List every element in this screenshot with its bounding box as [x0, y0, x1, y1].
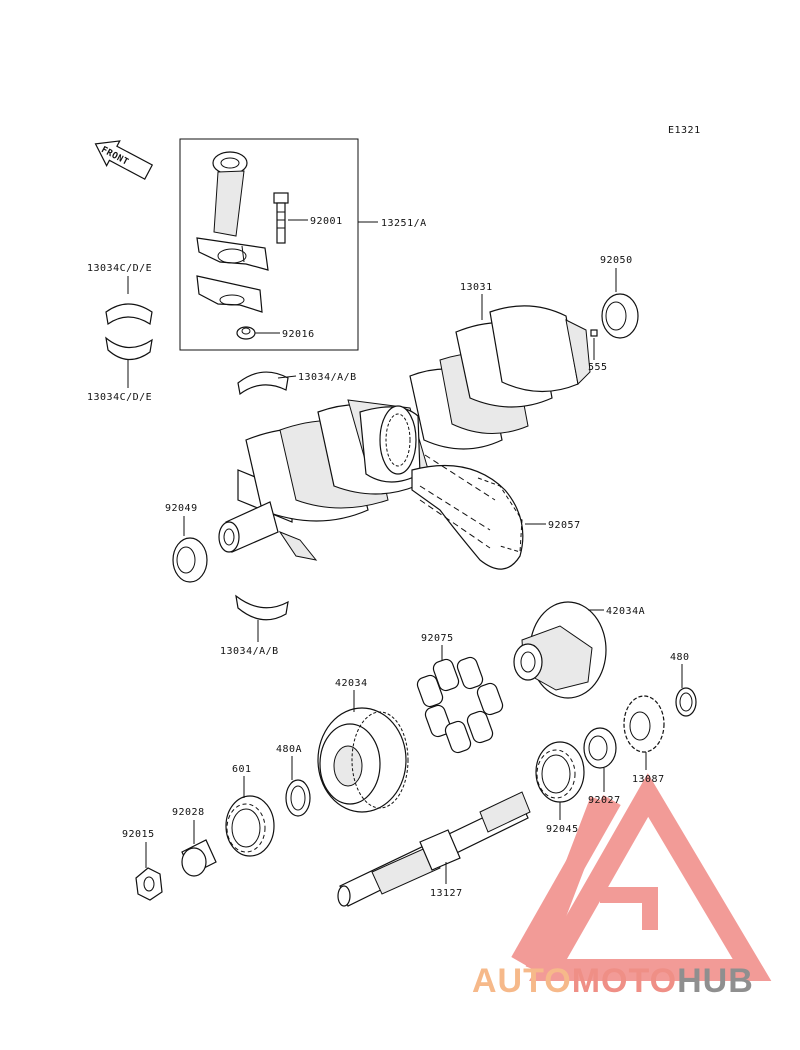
diagram-code: E1321 — [668, 125, 701, 136]
callout-601: 601 — [232, 764, 252, 775]
watermark-part-moto: MOTO — [571, 962, 678, 1000]
pin-drawing — [590, 329, 598, 337]
callout-13251: 13251/A — [381, 218, 427, 229]
cam-chain-drawing — [411, 454, 524, 570]
watermark-logo: AUTOMOTOHUB — [472, 962, 754, 1001]
callout-480: 480 — [670, 652, 690, 663]
callout-13034ab-bot: 13034/A/B — [220, 646, 279, 657]
gear-42034-drawing — [317, 707, 409, 813]
watermark-part-hub: HUB — [677, 962, 754, 1000]
bearing-shell-upper-drawing — [105, 303, 153, 326]
callout-13034cde-bot: 13034C/D/E — [87, 392, 152, 403]
callout-92075: 92075 — [421, 633, 454, 644]
callout-13034cde-top: 13034C/D/E — [87, 263, 152, 274]
bearing-601-drawing — [225, 795, 275, 857]
collar-92028-drawing — [181, 839, 217, 877]
callout-555: 555 — [588, 362, 608, 373]
starter-clutch-housing-drawing — [513, 601, 607, 699]
circlip-480-drawing — [675, 687, 697, 717]
callout-480a: 480A — [276, 744, 302, 755]
callout-92015: 92015 — [122, 829, 155, 840]
callout-92049: 92049 — [165, 503, 198, 514]
callout-42034: 42034 — [335, 678, 368, 689]
callout-92016: 92016 — [282, 329, 315, 340]
main-bearing-shell-bottom-drawing — [235, 594, 289, 621]
main-bearing-shell-top-drawing — [237, 371, 289, 396]
callout-13034ab-top: 13034/A/B — [298, 372, 357, 383]
watermark-part-auto: AUTO — [472, 962, 572, 1000]
conrod-bolt-drawing — [273, 192, 289, 244]
callout-92027: 92027 — [588, 795, 621, 806]
callout-92001: 92001 — [310, 216, 343, 227]
callout-13031: 13031 — [460, 282, 493, 293]
gear-13087-drawing — [623, 695, 665, 753]
conrod-assembly-box — [179, 138, 359, 351]
damper-rubbers-drawing — [416, 656, 504, 754]
front-arrow-icon: FRONT — [94, 140, 154, 180]
crank-sprocket-drawing — [379, 405, 417, 475]
shaft-13127-drawing — [337, 791, 531, 907]
oil-seal-right-drawing — [601, 293, 639, 339]
callout-92050: 92050 — [600, 255, 633, 266]
callout-92045: 92045 — [546, 824, 579, 835]
collar-92027-drawing — [583, 727, 617, 769]
watermark-triangle-icon — [511, 773, 772, 981]
circlip-480a-drawing — [285, 779, 311, 817]
callout-13127: 13127 — [430, 888, 463, 899]
bearing-92045-drawing — [535, 741, 585, 803]
callout-92028: 92028 — [172, 807, 205, 818]
connecting-rod-drawing — [196, 151, 269, 313]
callout-92057: 92057 — [548, 520, 581, 531]
conrod-nut-drawing — [236, 326, 256, 340]
callout-13087: 13087 — [632, 774, 665, 785]
bearing-shell-lower-drawing — [105, 336, 153, 361]
callout-42034a: 42034A — [606, 606, 645, 617]
nut-92015-drawing — [135, 867, 163, 901]
oil-seal-left-drawing — [172, 537, 208, 583]
